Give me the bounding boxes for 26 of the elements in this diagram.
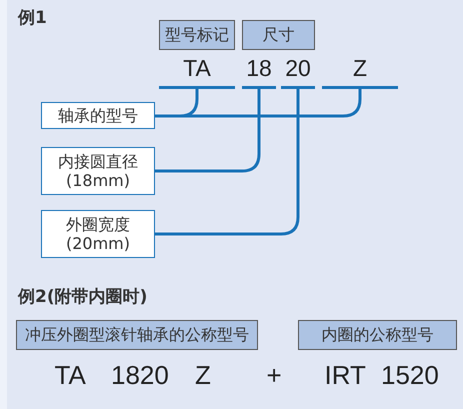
label-text: 外圈宽度	[66, 214, 130, 234]
plus-sign: +	[266, 362, 282, 388]
leader-line	[155, 89, 362, 118]
leader-line	[155, 89, 300, 236]
label-text: (20mm)	[66, 234, 130, 254]
header-box: 冲压外圈型滚针轴承的公称型号	[16, 320, 258, 350]
label-text: 内接圆直径	[58, 152, 138, 171]
header-box: 尺寸	[242, 20, 315, 50]
code-segment: 18	[242, 60, 276, 89]
code-segment: 20	[281, 60, 315, 89]
code-text: 1520	[381, 362, 439, 388]
example-heading: 例1	[18, 10, 47, 27]
label-box: 轴承的型号	[41, 102, 155, 129]
code-text: Z	[195, 362, 211, 388]
code-text: IRT	[324, 362, 366, 388]
label-box	[41, 147, 155, 195]
header-box: 内圈的公称型号	[298, 320, 457, 350]
code-segment: TA	[159, 60, 235, 89]
code-text: TA	[54, 362, 86, 388]
leader-line	[155, 89, 260, 172]
label-text: (18mm)	[66, 171, 130, 190]
header-box: 型号标记	[159, 20, 235, 50]
code-text: 1820	[111, 362, 169, 388]
code-segment: Z	[322, 60, 398, 89]
label-box	[41, 210, 155, 258]
example-heading: 例2(附带内圈时)	[18, 289, 148, 306]
